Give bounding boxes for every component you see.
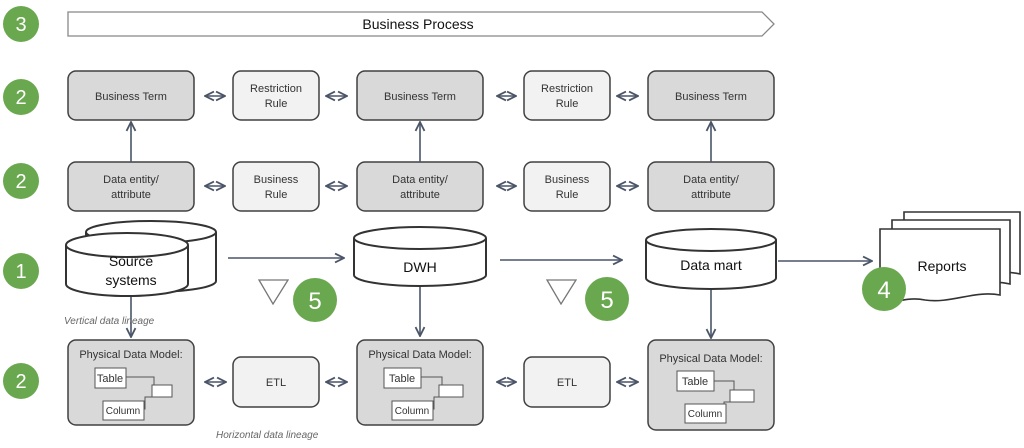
- row-badge: 2: [3, 163, 39, 199]
- business-rule-box: Business Rule: [523, 161, 611, 212]
- triangle-icon: [545, 279, 578, 306]
- restriction-rule-line2: Rule: [556, 98, 579, 110]
- business-rule-line2: Rule: [556, 189, 579, 201]
- column-label: Column: [106, 406, 140, 417]
- row-badge-label: 2: [15, 171, 26, 193]
- restriction-rule-line1: Restriction: [541, 83, 593, 95]
- business-term-box: Business Term: [67, 70, 195, 121]
- table-label: Table: [682, 376, 708, 388]
- restriction-rule-line1: Restriction: [250, 83, 302, 95]
- stage-badge: 5: [293, 278, 337, 322]
- business-process-banner: Business Process: [67, 11, 775, 37]
- row-badge: 3: [3, 6, 39, 42]
- data-entity-line1: Data entity/: [683, 174, 740, 186]
- row-badge-label: 3: [15, 14, 26, 36]
- business-process-label: Business Process: [362, 16, 473, 32]
- physical-data-model-box: Physical Data Model: Table Column: [356, 339, 484, 426]
- data-entity-box: Data entity/ attribute: [647, 161, 775, 212]
- data-entity-line1: Data entity/: [392, 174, 449, 186]
- etl-box: ETL: [232, 356, 320, 408]
- physical-model-title: Physical Data Model:: [79, 349, 182, 361]
- data-entity-line1: Data entity/: [103, 174, 160, 186]
- table-label: Table: [97, 373, 123, 385]
- data-entity-box: Data entity/ attribute: [356, 161, 484, 212]
- business-rule-line2: Rule: [265, 189, 288, 201]
- data-mart-cylinder: [645, 228, 777, 290]
- etl-label: ETL: [557, 377, 577, 389]
- business-rule-box: Business Rule: [232, 161, 320, 212]
- source-systems-label-line2: systems: [105, 272, 156, 288]
- triangle-icon: [257, 279, 290, 306]
- row-badge: 1: [3, 253, 39, 289]
- stage-badge-label: 5: [308, 288, 321, 315]
- business-rule-line1: Business: [545, 174, 590, 186]
- horizontal-lineage-label: Horizontal data lineage: [216, 430, 319, 441]
- restriction-rule-box: Restriction Rule: [523, 70, 611, 121]
- reports-document-stack: [879, 211, 1021, 305]
- business-term-label: Business Term: [384, 91, 456, 103]
- table-label: Table: [389, 373, 415, 385]
- connector-arrows: [131, 96, 872, 382]
- business-term-box: Business Term: [647, 70, 775, 121]
- data-entity-box: Data entity/ attribute: [67, 161, 195, 212]
- restriction-rule-line2: Rule: [265, 98, 288, 110]
- data-entity-line2: attribute: [400, 189, 440, 201]
- physical-model-title: Physical Data Model:: [659, 353, 762, 365]
- etl-label: ETL: [266, 377, 286, 389]
- stage-badge: 5: [585, 277, 629, 321]
- data-mart-label: Data mart: [680, 257, 742, 273]
- row-badge: 2: [3, 363, 39, 399]
- business-term-label: Business Term: [95, 91, 167, 103]
- vertical-lineage-label: Vertical data lineage: [64, 316, 155, 327]
- source-systems-label-line1: Source: [109, 253, 154, 269]
- stage-badge-label: 4: [877, 277, 890, 304]
- business-term-box: Business Term: [356, 70, 484, 121]
- row-badge-label: 2: [15, 87, 26, 109]
- row-badge: 2: [3, 79, 39, 115]
- business-term-label: Business Term: [675, 91, 747, 103]
- dwh-cylinder: [353, 226, 487, 287]
- business-rule-line1: Business: [254, 174, 299, 186]
- physical-model-title: Physical Data Model:: [368, 349, 471, 361]
- physical-data-model-box: Physical Data Model: Table Column: [647, 339, 775, 431]
- restriction-rule-box: Restriction Rule: [232, 70, 320, 121]
- data-entity-line2: attribute: [111, 189, 151, 201]
- row-badge-label: 2: [15, 371, 26, 393]
- stage-badge: 4: [862, 267, 906, 311]
- reports-label: Reports: [917, 258, 966, 274]
- column-label: Column: [395, 406, 429, 417]
- etl-box: ETL: [523, 356, 611, 408]
- physical-data-model-box: Physical Data Model: Table Column: [67, 339, 195, 426]
- row-badge-label: 1: [15, 261, 26, 283]
- source-systems-cylinder: [65, 220, 217, 297]
- data-entity-line2: attribute: [691, 189, 731, 201]
- column-label: Column: [688, 409, 722, 420]
- dwh-label: DWH: [403, 259, 436, 275]
- stage-badge-label: 5: [600, 287, 613, 314]
